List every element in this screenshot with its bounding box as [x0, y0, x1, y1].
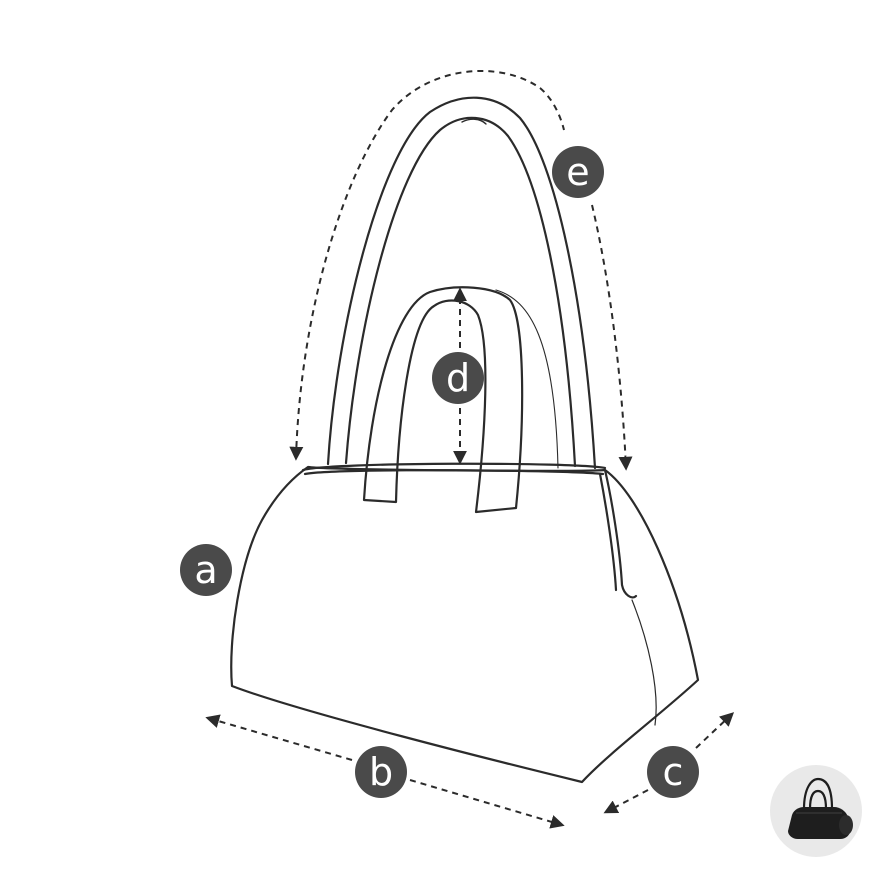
dimension-e-arrow: [289, 70, 565, 461]
label-e: e: [566, 150, 589, 194]
long-strap: [326, 96, 597, 470]
dimension-c-arrow-lower: [603, 789, 649, 814]
short-handle: [362, 286, 559, 514]
label-badge-d: d: [432, 352, 484, 404]
label-badge-c: c: [647, 746, 699, 798]
label-b: b: [369, 750, 393, 794]
dimension-e-arrow-lower: [591, 204, 633, 471]
handbag-thumbnail[interactable]: [770, 765, 862, 857]
dimension-c-arrow-upper: [695, 712, 735, 749]
dimension-b-arrow-left: [205, 714, 353, 761]
label-badge-a: a: [180, 544, 232, 596]
label-badge-b: b: [355, 746, 407, 798]
label-badge-e: e: [552, 146, 604, 198]
label-d: d: [446, 356, 470, 400]
handbag-photo-icon: [788, 777, 853, 839]
label-a: a: [194, 548, 217, 592]
label-c: c: [663, 750, 684, 794]
bag-body: [230, 462, 700, 784]
dimension-b-arrow-right: [409, 779, 565, 829]
